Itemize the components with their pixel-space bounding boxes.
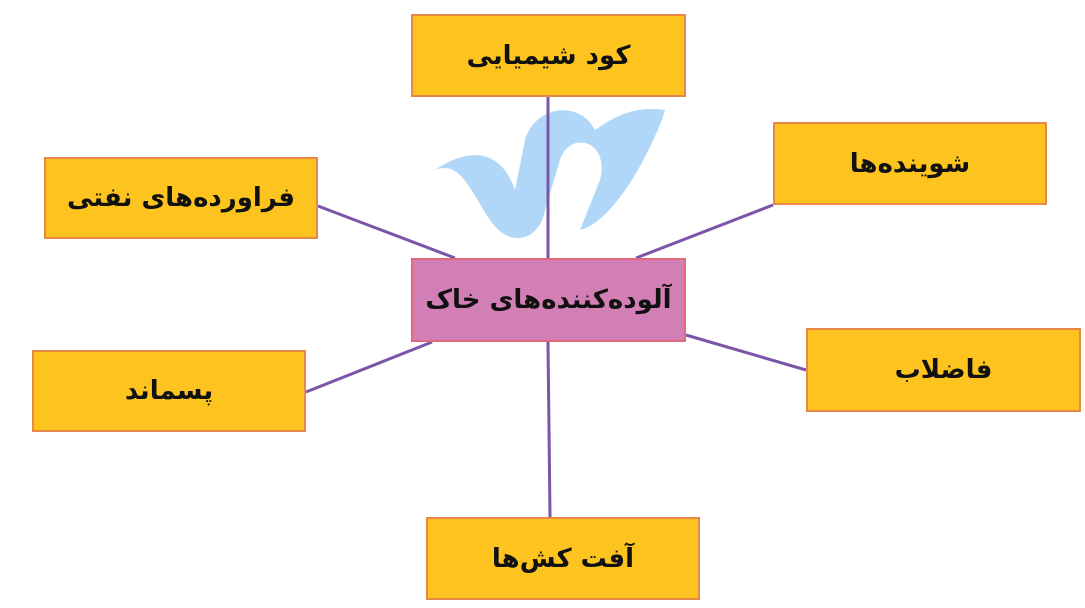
edge-bottom bbox=[546, 341, 552, 518]
center-node: آلوده‌کننده‌های خاک bbox=[411, 258, 686, 342]
node-label: فراورده‌های نفتی bbox=[67, 183, 295, 213]
edge-top-left bbox=[317, 204, 456, 260]
watermark-logo bbox=[435, 109, 665, 239]
node-label: کود شیمیایی bbox=[466, 40, 631, 71]
node-detergents: شوینده‌ها bbox=[773, 122, 1047, 205]
node-chemical-fertilizer: کود شیمیایی bbox=[411, 14, 686, 97]
edge-top-right bbox=[635, 203, 774, 260]
edge-left bbox=[305, 340, 433, 394]
node-sewage: فاضلاب bbox=[806, 328, 1081, 412]
node-label: شوینده‌ها bbox=[849, 148, 971, 179]
node-label: فاضلاب bbox=[894, 355, 993, 385]
node-pesticides: آفت کش‌ها bbox=[426, 517, 700, 600]
node-label: پسماند bbox=[124, 376, 214, 406]
node-waste: پسماند bbox=[32, 350, 306, 432]
center-node-label: آلوده‌کننده‌های خاک bbox=[425, 285, 672, 315]
node-petroleum-products: فراورده‌های نفتی bbox=[44, 157, 318, 239]
node-label: آفت کش‌ها bbox=[491, 543, 635, 574]
edge-right bbox=[685, 333, 807, 372]
